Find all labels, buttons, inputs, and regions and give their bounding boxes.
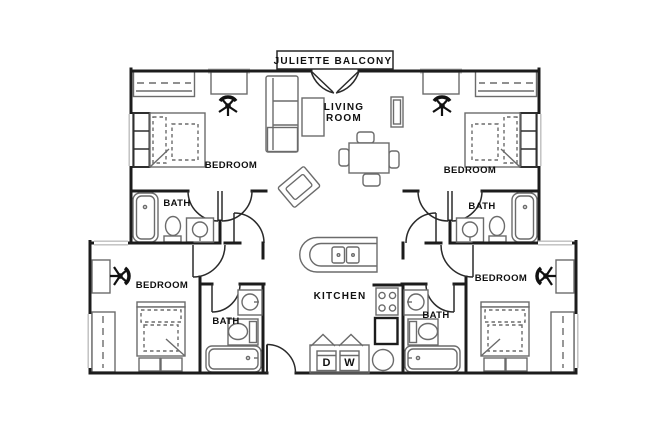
kitchen-fixtures xyxy=(299,236,399,374)
quadrant-top-right xyxy=(404,69,539,243)
desk-chair-icon xyxy=(217,95,239,118)
bed xyxy=(136,306,186,357)
washer-label: W xyxy=(344,357,355,369)
entry-door xyxy=(266,343,297,374)
desk xyxy=(210,71,248,95)
bath-top-left-label: BATH xyxy=(163,198,190,209)
living-room-furniture xyxy=(265,75,404,208)
dining-chair xyxy=(388,150,400,169)
doors-bottom-left xyxy=(192,244,241,313)
bed-drawer xyxy=(138,357,161,372)
kitchen-counter xyxy=(299,236,378,273)
headboard-shelf xyxy=(132,112,151,168)
toilet xyxy=(164,215,182,237)
bathtub xyxy=(205,345,262,373)
bedroom-top-right-label: BEDROOM xyxy=(444,165,496,176)
dryer-label: D xyxy=(323,357,331,369)
toilet xyxy=(227,322,249,341)
tv-stand xyxy=(390,96,404,128)
pillow xyxy=(140,309,182,323)
desk xyxy=(91,259,111,294)
bedroom-bottom-right-label: BEDROOM xyxy=(475,273,527,284)
headboard xyxy=(136,301,186,308)
furniture-top-left xyxy=(132,69,248,243)
kitchen-sink xyxy=(331,246,346,264)
coffee-table xyxy=(301,97,325,137)
furniture-bottom-left xyxy=(91,259,263,373)
pillow xyxy=(152,116,167,164)
dining-chair xyxy=(356,131,375,144)
lounge-chair xyxy=(277,166,321,208)
room-labels: JULIETTE BALCONY LIVING ROOM BEDROOM BED… xyxy=(136,56,527,369)
chaise xyxy=(266,126,299,153)
sofa xyxy=(265,75,299,153)
french-doors xyxy=(310,70,360,94)
living-room-label-line1: LIVING xyxy=(324,102,365,113)
dining-chair xyxy=(362,173,381,187)
quadrant-bottom-left xyxy=(87,240,266,375)
quadrant-bottom-right xyxy=(402,242,576,374)
balcony-label: JULIETTE BALCONY xyxy=(274,56,393,67)
juliette-balcony-box xyxy=(276,50,394,70)
bath-bottom-right-label: BATH xyxy=(422,310,449,321)
living-room-label-line2: ROOM xyxy=(326,113,362,124)
quadrant-top-left xyxy=(128,67,268,245)
bath-bottom-left-label: BATH xyxy=(212,316,239,327)
kitchen-label: KITCHEN xyxy=(314,291,367,302)
bed-drawer xyxy=(160,357,183,372)
stove xyxy=(375,287,399,316)
desk-chair-icon xyxy=(108,265,131,287)
bedroom-bottom-left-label: BEDROOM xyxy=(136,280,188,291)
dining-chair xyxy=(338,148,350,167)
dining-table xyxy=(348,142,390,174)
bifold-doors xyxy=(310,333,364,347)
refrigerator xyxy=(373,316,399,346)
kitchen-sink xyxy=(345,246,360,264)
bath-top-right-label: BATH xyxy=(468,201,495,212)
water-heater xyxy=(371,348,395,372)
bedroom-top-left-label: BEDROOM xyxy=(205,160,257,171)
